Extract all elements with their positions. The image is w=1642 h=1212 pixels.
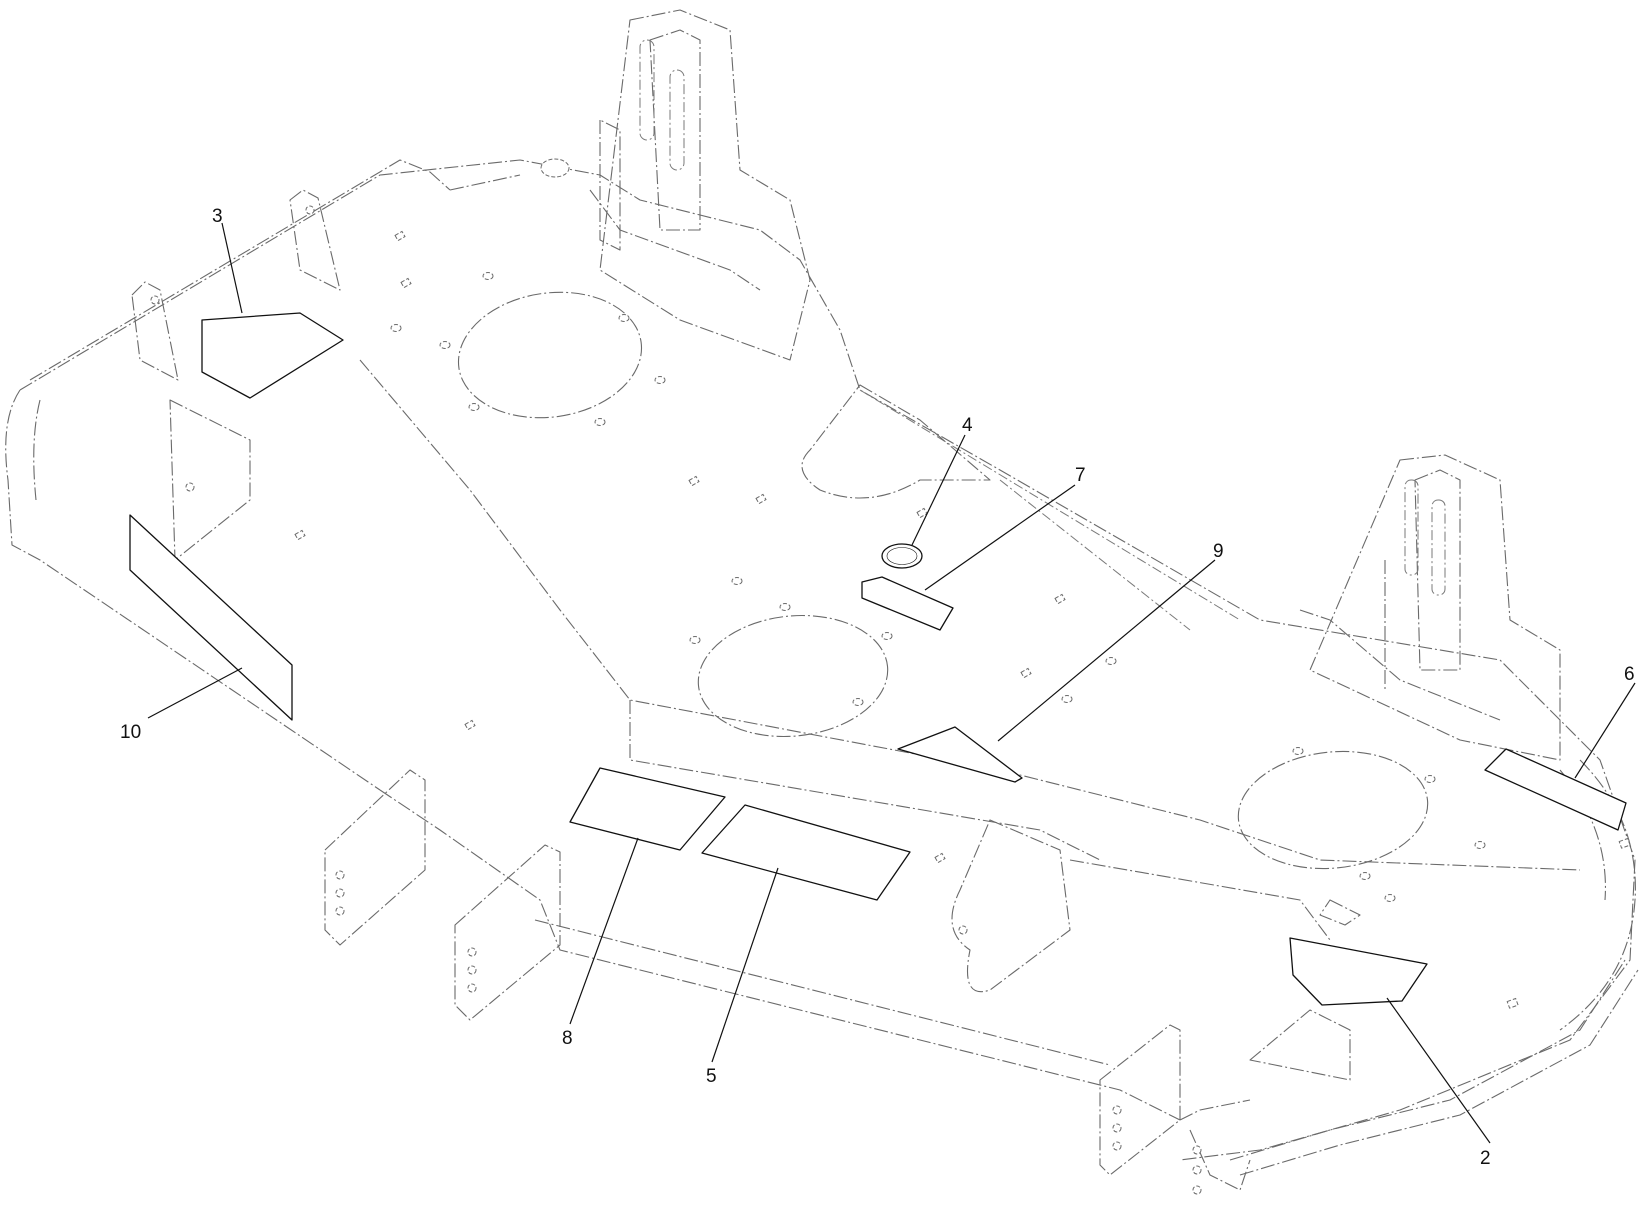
callout-3: 3 (212, 206, 223, 227)
callout-10: 10 (120, 722, 141, 743)
front-center-bracket (454, 844, 561, 1021)
callout-7: 7 (1075, 465, 1086, 486)
decal-9 (897, 726, 1023, 783)
leader-9 (997, 559, 1216, 742)
callout-8: 8 (562, 1028, 573, 1049)
leader-2 (1386, 997, 1491, 1144)
decal-4 (881, 543, 923, 569)
front-right-bracket (1099, 1024, 1251, 1195)
rear-lift-tabs (131, 189, 341, 561)
callout-2: 2 (1480, 1148, 1491, 1169)
callout-labels: 3 10 4 7 9 8 5 6 2 (120, 206, 1635, 1169)
leader-lines (147, 222, 1636, 1144)
decal-5 (701, 804, 911, 901)
callout-9: 9 (1213, 541, 1224, 562)
leader-10 (147, 667, 243, 719)
deck-holes (294, 230, 1486, 902)
decal-3 (201, 312, 344, 399)
decal-10 (129, 514, 293, 721)
right-spindle-tower (1299, 454, 1561, 761)
mower-deck-outline (5, 159, 1636, 1161)
leader-3 (221, 222, 243, 314)
callout-6: 6 (1624, 664, 1635, 685)
decal-6 (1484, 748, 1627, 831)
leader-8 (569, 837, 639, 1025)
leader-7 (924, 484, 1076, 591)
decal-8 (569, 767, 726, 851)
leader-6 (1574, 682, 1636, 779)
blade-openings (457, 291, 1429, 870)
front-left-bracket (324, 769, 426, 946)
callout-5: 5 (706, 1066, 717, 1087)
rear-spindle-tower (540, 9, 811, 361)
leader-4 (911, 434, 966, 546)
decal-2 (1289, 937, 1428, 1006)
decal-7 (861, 576, 954, 631)
center-baffle (801, 384, 1361, 1081)
callout-4: 4 (962, 415, 973, 436)
right-front-skirt (1229, 837, 1639, 1176)
leader-5 (711, 867, 779, 1063)
